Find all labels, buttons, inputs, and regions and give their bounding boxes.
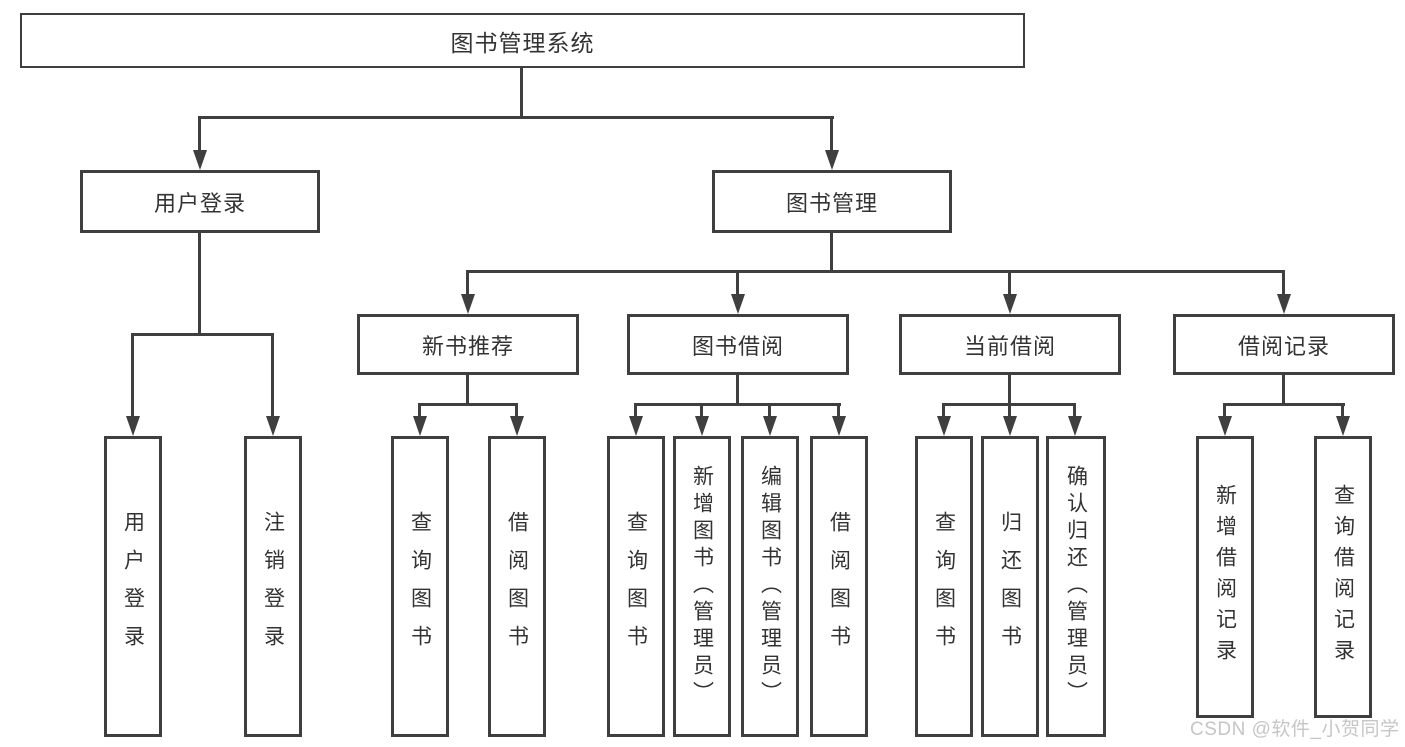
connector-borrow-record-stem-line	[1282, 375, 1285, 403]
node-label: 用户登录	[153, 190, 246, 216]
arrowhead-to-book-management	[825, 150, 839, 170]
connector-to-user-login-line	[198, 116, 201, 154]
leaf-label: 注销登录	[261, 510, 285, 663]
connector-borrow-record-crossbar-line	[1223, 403, 1345, 406]
leaf-label: 编辑图书（管理员）	[758, 465, 782, 708]
connector-to-book-management-line	[830, 116, 833, 154]
connector-new-book-stem-line	[466, 375, 469, 403]
leaf-label: 查询图书	[408, 510, 432, 663]
connector-book-borrow-crossbar-line	[634, 403, 841, 406]
leaf-user-login: 用户登录	[104, 436, 162, 737]
leaf-current-query-books: 查询图书	[915, 436, 973, 737]
node-new-book-recommend: 新书推荐	[357, 314, 579, 375]
node-label: 新书推荐	[421, 333, 514, 359]
leaf-label: 借阅图书	[827, 510, 851, 663]
arrowhead-book-borrow-child4	[832, 416, 846, 436]
node-label: 图书借阅	[691, 333, 784, 359]
connector-borrow-record-child1-line	[1223, 403, 1226, 418]
connector-current-borrow-child2-line	[1008, 403, 1011, 418]
leaf-label: 用户登录	[121, 510, 145, 663]
node-label: 图书管理系统	[450, 29, 595, 56]
arrowhead-current-borrow-child1	[937, 416, 951, 436]
connector-to-new-book-line	[466, 270, 469, 296]
connector-to-current-borrow-line	[1008, 270, 1011, 296]
leaf-query-borrow-record: 查询借阅记录	[1314, 436, 1372, 718]
connector-book-borrow-stem-line	[736, 375, 739, 403]
leaf-label: 归还图书	[998, 510, 1022, 663]
leaf-add-borrow-record: 新增借阅记录	[1196, 436, 1254, 718]
connector-book-borrow-child4-line	[837, 403, 840, 418]
leaf-borrow-query-books: 查询图书	[607, 436, 665, 737]
connector-book-borrow-child1-line	[634, 403, 637, 418]
node-user-login: 用户登录	[80, 170, 320, 233]
arrowhead-to-borrow-record	[1277, 294, 1291, 314]
leaf-borrow-books: 借阅图书	[810, 436, 868, 737]
leaf-new-book-borrow-books: 借阅图书	[488, 436, 546, 737]
connector-root-crossbar-line	[198, 116, 834, 119]
arrowhead-book-borrow-child3	[763, 416, 777, 436]
node-borrow-record: 借阅记录	[1173, 314, 1395, 375]
arrowhead-book-borrow-child2	[695, 416, 709, 436]
connector-user-login-crossbar-line	[131, 333, 274, 336]
connector-book-management-stem-line	[830, 233, 833, 270]
arrowhead-to-user-login	[193, 150, 207, 170]
arrowhead-to-book-borrow	[731, 294, 745, 314]
connector-new-book-child1-line	[418, 403, 421, 418]
connector-new-book-crossbar-line	[418, 403, 518, 406]
connector-book-borrow-child3-line	[768, 403, 771, 418]
connector-to-borrow-record-line	[1282, 270, 1285, 296]
connector-root-stem-line	[520, 68, 523, 116]
leaf-label: 查询图书	[932, 510, 956, 663]
node-library-management-system: 图书管理系统	[20, 13, 1025, 68]
leaf-label: 新增图书（管理员）	[690, 465, 714, 708]
arrowhead-book-borrow-child1	[629, 416, 643, 436]
node-book-management: 图书管理	[712, 170, 952, 233]
leaf-confirm-return-admin: 确认归还（管理员）	[1046, 436, 1106, 737]
arrowhead-new-book-child1	[413, 416, 427, 436]
connector-current-borrow-child1-line	[942, 403, 945, 418]
leaf-label: 查询借阅记录	[1331, 484, 1355, 670]
node-label: 借阅记录	[1237, 333, 1330, 359]
connector-to-leaf-logout-line	[271, 333, 274, 418]
arrowhead-current-borrow-child3	[1068, 416, 1082, 436]
arrowhead-borrow-record-child1	[1218, 416, 1232, 436]
connector-to-leaf-login-line	[131, 333, 134, 418]
connector-to-book-borrow-line	[736, 270, 739, 296]
arrowhead-to-leaf-login	[126, 416, 140, 436]
leaf-add-books-admin: 新增图书（管理员）	[673, 436, 731, 737]
connector-user-login-stem-line	[198, 233, 201, 333]
node-label: 当前借阅	[963, 333, 1056, 359]
connector-borrow-record-child2-line	[1341, 403, 1344, 418]
csdn-watermark: CSDN @软件_小贺同学	[1190, 719, 1400, 740]
connector-book-borrow-child2-line	[700, 403, 703, 418]
leaf-label: 借阅图书	[505, 510, 529, 663]
leaf-logout: 注销登录	[244, 436, 302, 737]
leaf-return-books: 归还图书	[981, 436, 1039, 737]
arrowhead-new-book-child2	[510, 416, 524, 436]
arrowhead-borrow-record-child2	[1336, 416, 1350, 436]
node-book-borrow: 图书借阅	[627, 314, 849, 375]
connector-current-borrow-child3-line	[1073, 403, 1076, 418]
leaf-label: 查询图书	[624, 510, 648, 663]
leaf-edit-books-admin: 编辑图书（管理员）	[741, 436, 799, 737]
leaf-label: 确认归还（管理员）	[1064, 465, 1088, 708]
arrowhead-current-borrow-child2	[1003, 416, 1017, 436]
connector-book-management-crossbar-line	[466, 270, 1285, 273]
leaf-label: 新增借阅记录	[1213, 484, 1237, 670]
arrowhead-to-current-borrow	[1003, 294, 1017, 314]
leaf-new-book-query-books: 查询图书	[391, 436, 449, 737]
arrowhead-to-new-book	[461, 294, 475, 314]
connector-new-book-child2-line	[515, 403, 518, 418]
arrowhead-to-leaf-logout	[266, 416, 280, 436]
node-current-borrow: 当前借阅	[899, 314, 1121, 375]
connector-current-borrow-stem-line	[1008, 375, 1011, 403]
node-label: 图书管理	[785, 190, 878, 216]
